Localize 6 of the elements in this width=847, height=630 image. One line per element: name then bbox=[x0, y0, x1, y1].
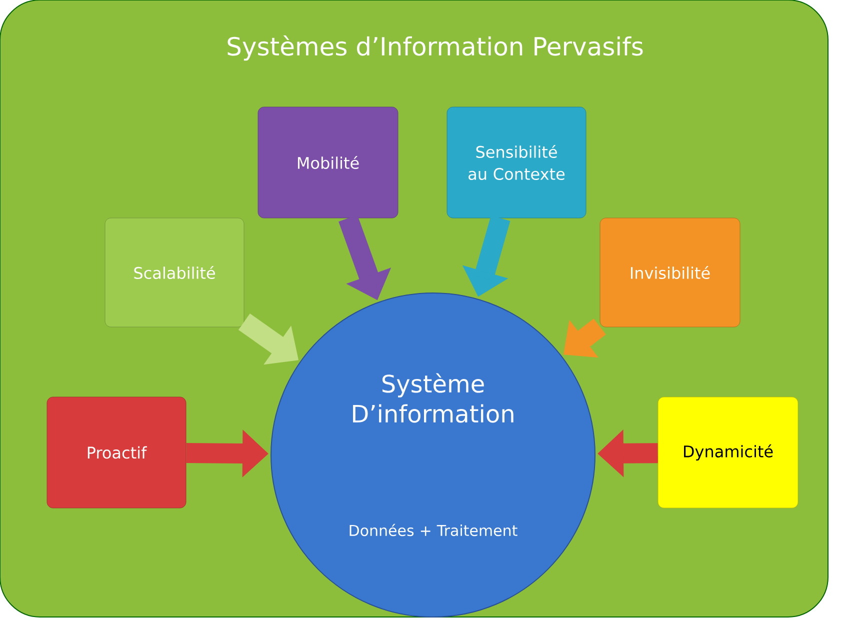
box: Dynamicité bbox=[658, 396, 798, 508]
box: Proactif bbox=[46, 396, 186, 508]
box: Mobilité bbox=[258, 106, 398, 218]
box: Scalabilité bbox=[104, 218, 244, 328]
box: Sensibilité au Contexte bbox=[446, 106, 586, 218]
box: Invisibilité bbox=[600, 218, 740, 328]
